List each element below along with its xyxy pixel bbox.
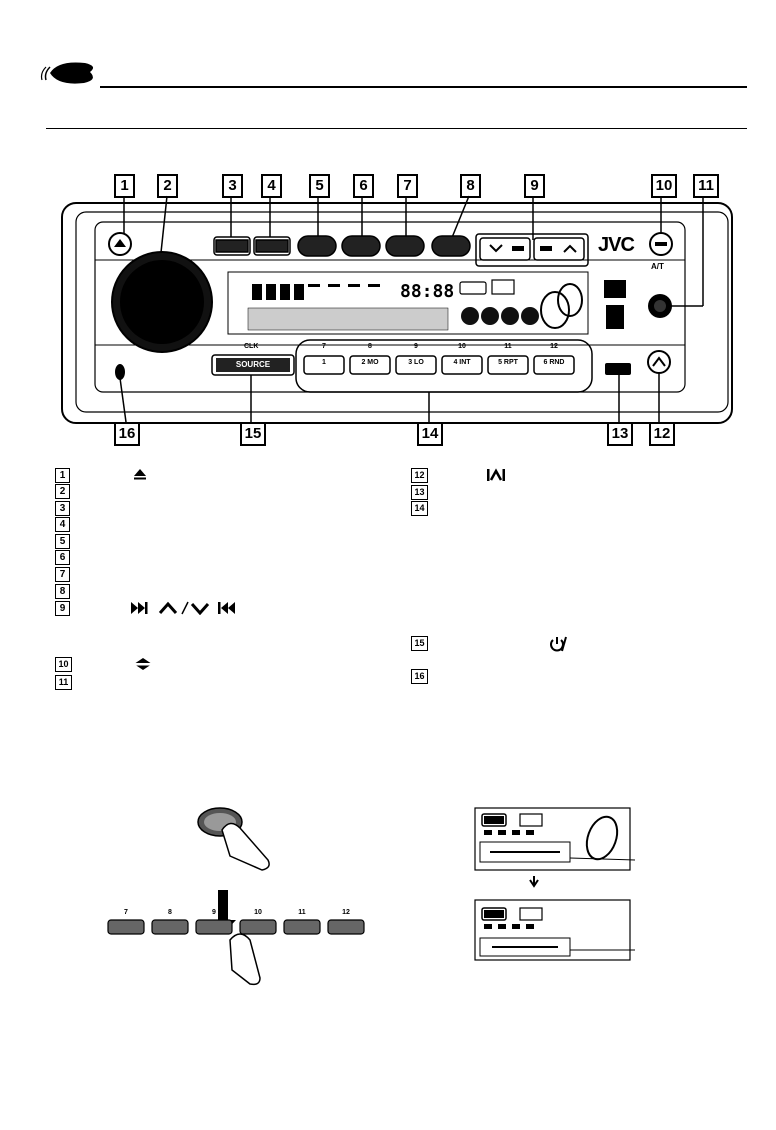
up-box-icon (486, 468, 506, 485)
legend-number: 14 (411, 501, 428, 516)
illustration-preset-label: 8 (168, 909, 172, 916)
callout-11: 11 (693, 174, 719, 198)
preset-button-3[interactable]: 3 LO (408, 359, 424, 366)
preset-top-label: 12 (550, 343, 558, 350)
car-stereo-faceplate (61, 195, 733, 424)
callout-6: 6 (353, 174, 374, 198)
preset-top-label: 8 (368, 343, 372, 350)
legend-number: 8 (55, 584, 70, 599)
header-rule (100, 86, 747, 88)
legend-number: 3 (55, 501, 70, 516)
display-clock: 88:88 (400, 281, 455, 302)
legend-number: 15 (411, 636, 428, 651)
illustration-preset-label: 11 (298, 909, 306, 916)
callout-9: 9 (524, 174, 545, 198)
preset-button-6[interactable]: 6 RND (543, 359, 565, 366)
detach-icon (133, 657, 153, 674)
callout-3: 3 (222, 174, 243, 198)
callout-4: 4 (261, 174, 282, 198)
legend-number: 4 (55, 517, 70, 532)
header-logo-icon (40, 58, 100, 88)
legend-number: 6 (55, 550, 70, 565)
illustration-preset-label: 9 (212, 909, 216, 916)
preset-button-2[interactable]: 2 MO (361, 359, 379, 366)
illustration-preset-label: 7 (124, 909, 128, 916)
source-small-label: CLK (244, 343, 259, 350)
preset-button-4[interactable]: 4 INT (453, 359, 471, 366)
legend-number: 16 (411, 669, 428, 684)
preset-top-label: 9 (414, 343, 418, 350)
at-label: A/T (651, 262, 664, 271)
legend-number: 13 (411, 485, 428, 500)
callout-5: 5 (309, 174, 330, 198)
preset-top-label: 7 (322, 343, 326, 350)
illustration-preset-label: 10 (254, 909, 262, 916)
section-rule (46, 128, 747, 129)
brand-logo: JVC (598, 234, 635, 256)
legend-number: 5 (55, 534, 70, 549)
preset-top-label: 10 (458, 343, 466, 350)
legend-number: 7 (55, 567, 70, 582)
legend-number: 10 (55, 657, 72, 672)
callout-7: 7 (397, 174, 418, 198)
callout-8: 8 (460, 174, 481, 198)
illustration-preset-label: 12 (342, 909, 350, 916)
legend-number: 9 (55, 601, 70, 616)
preset-button-1[interactable]: 1 (322, 359, 326, 366)
skip-arrows-icon (130, 601, 248, 618)
legend-number: 2 (55, 484, 70, 499)
preset-top-label: 11 (504, 343, 512, 350)
legend-number: 11 (55, 675, 72, 690)
power-icon (549, 636, 567, 655)
source-button[interactable]: SOURCE (235, 360, 271, 369)
preset-button-5[interactable]: 5 RPT (498, 359, 518, 366)
display-change-illustration (474, 807, 636, 961)
callout-14: 14 (417, 422, 443, 446)
legend-number: 1 (55, 468, 70, 483)
eject-icon (133, 468, 147, 483)
callout-10: 10 (651, 174, 677, 198)
callout-12: 12 (649, 422, 675, 446)
callout-13: 13 (607, 422, 633, 446)
preset-select-illustration (107, 807, 365, 986)
legend-number: 12 (411, 468, 428, 483)
